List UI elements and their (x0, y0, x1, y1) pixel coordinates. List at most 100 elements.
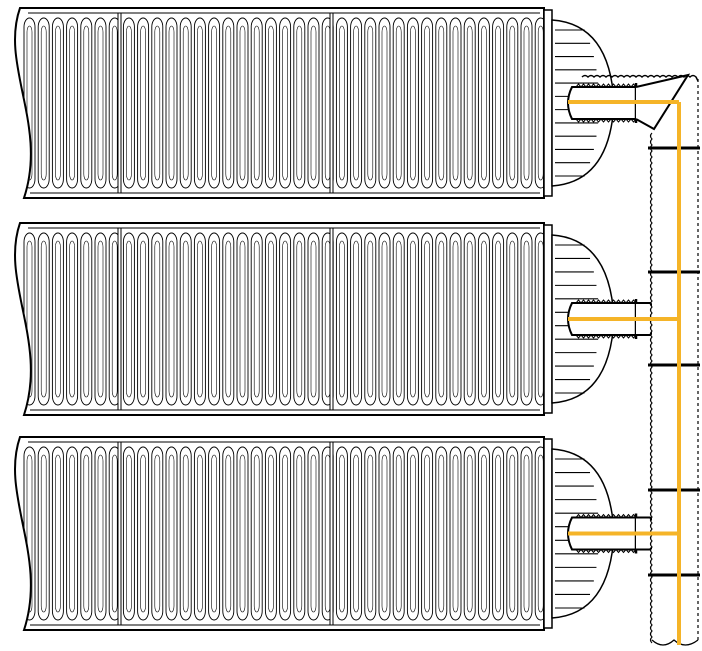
fin-tube-inner (282, 240, 288, 398)
thread-tooth (580, 549, 587, 554)
fin-tube (406, 232, 419, 406)
fin-tube-inner (97, 25, 104, 181)
thread-tooth (585, 118, 592, 123)
fin-tube-inner (140, 454, 146, 613)
thread-tooth (590, 549, 597, 554)
thread-tooth (625, 299, 632, 304)
thread-tooth (590, 118, 597, 123)
fin-tube (492, 17, 505, 189)
section-divider (329, 441, 334, 626)
fin-tube-inner (253, 25, 260, 181)
thread-tooth (580, 299, 587, 304)
thread-tooth (585, 513, 592, 518)
thread-tooth (590, 299, 597, 304)
fin-tube (66, 232, 79, 406)
thread-tooth (615, 334, 622, 339)
fin-tube-inner (26, 240, 33, 398)
fin-tube (421, 446, 434, 621)
fin-tube (165, 17, 178, 189)
fin-tube-inner (509, 240, 516, 398)
fin-tube-inner (410, 25, 416, 181)
fin-tube (80, 17, 93, 189)
thread-tooth (615, 299, 622, 304)
fin-tube (435, 446, 448, 621)
fin-tube-inner (40, 240, 47, 398)
thread-tooth (595, 549, 602, 554)
fin-tube (477, 17, 490, 189)
fin-tube-inner (282, 25, 288, 181)
fin-tube-inner (168, 25, 175, 181)
thread-tooth (600, 549, 607, 554)
section-divider (117, 12, 122, 194)
end-plate (543, 224, 553, 414)
section-divider (329, 12, 334, 194)
fin-tube (137, 446, 150, 621)
fin-tube-inner (126, 25, 132, 181)
manifold-wall-left (649, 132, 653, 644)
fin-tube-inner (395, 454, 402, 613)
fin-tube-inner (197, 25, 203, 181)
fin-tube (236, 17, 249, 189)
thread-tooth (595, 334, 602, 339)
fin-tube (449, 17, 462, 189)
fin-tube-inner (438, 240, 445, 398)
fin-tube (179, 446, 192, 621)
thread-tooth (585, 299, 592, 304)
thread-tooth (575, 334, 582, 339)
thread-tooth (590, 334, 597, 339)
fin-tube (463, 446, 476, 621)
fin-tube-inner (97, 454, 104, 613)
fin-tube (406, 17, 419, 189)
thread-tooth (590, 83, 597, 88)
fin-tube-inner (424, 25, 430, 181)
fin-tube-inner (168, 240, 175, 398)
fin-tube (392, 446, 405, 621)
fin-tube-inner (367, 454, 374, 613)
fin-tube (506, 446, 519, 621)
fin-tube-inner (154, 25, 161, 181)
thread-tooth (585, 83, 592, 88)
fin-tube (137, 232, 150, 406)
thread-tooth (615, 513, 622, 518)
fin-tube-inner (296, 454, 303, 613)
fin-tube (335, 17, 348, 189)
fin-tube (37, 17, 50, 189)
fin-tube-inner (268, 240, 274, 398)
fin-tube-inner (353, 240, 359, 398)
thread-tooth (595, 299, 602, 304)
manifold-end (651, 639, 699, 646)
thread-tooth (585, 334, 592, 339)
fin-tube (37, 232, 50, 406)
fin-tube-inner (182, 25, 189, 181)
fin-tube-inner (339, 454, 345, 613)
fin-tube-inner (225, 454, 232, 613)
fin-tube (137, 17, 150, 189)
thread-tooth (575, 549, 582, 554)
fin-tube-inner (211, 240, 217, 398)
fin-tube-icon (23, 446, 545, 621)
fin-tube-inner (509, 454, 516, 613)
manifold-pipe-icon (581, 74, 700, 646)
fin-tube-inner (211, 25, 217, 181)
fin-tube (492, 232, 505, 406)
fin-tube (222, 232, 235, 406)
fin-tube-inner (140, 25, 146, 181)
thread-tooth (610, 118, 617, 123)
fin-tube-inner (353, 454, 359, 613)
thread-tooth (580, 513, 587, 518)
fin-tube-inner (253, 240, 260, 398)
thread-tooth (590, 513, 597, 518)
radiator-module-bottom (14, 436, 668, 631)
fin-tube (94, 232, 107, 406)
fin-tube (435, 232, 448, 406)
thread-tooth (615, 549, 622, 554)
fin-tube (165, 446, 178, 621)
thread-tooth (600, 513, 607, 518)
fin-tube-inner (197, 454, 203, 613)
thread-tooth (595, 513, 602, 518)
fin-tube (193, 17, 206, 189)
thread-tooth (580, 334, 587, 339)
fin-tube (392, 232, 405, 406)
thread-tooth (620, 513, 627, 518)
manifold-fill (652, 135, 698, 645)
